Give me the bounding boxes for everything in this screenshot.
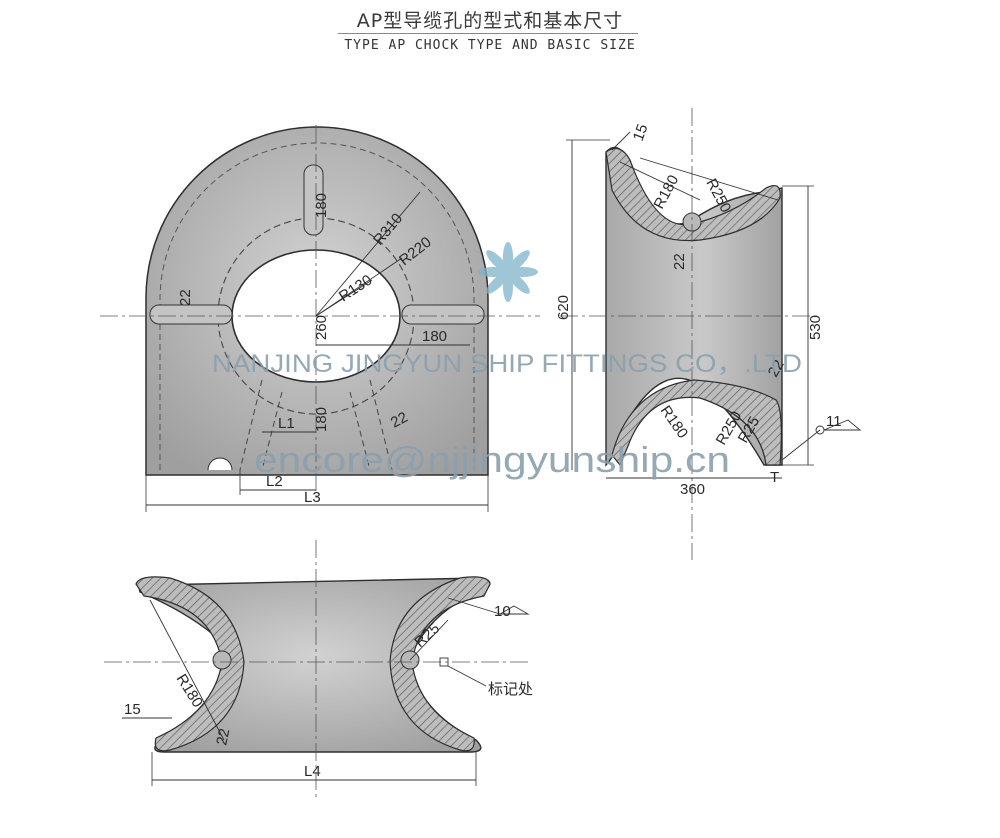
front-leg-left-2 (261, 391, 283, 471)
label-22-left: 22 (177, 289, 194, 306)
front-slot-left (149, 304, 233, 325)
leader-r180-top (619, 161, 701, 201)
label-360: 360 (680, 481, 705, 498)
watermark-company: NANJING JINGYUN SHIP FITTINGS CO，.LTD (212, 350, 802, 378)
label-r180-top: R180 (651, 172, 683, 212)
mark-box (439, 657, 449, 667)
label-r180-plan: R180 (173, 671, 206, 710)
leader-10 (447, 597, 501, 615)
label-22-side: 22 (671, 253, 688, 270)
watermark: NANJING JINGYUN SHIP FITTINGS CO，.LTD en… (212, 242, 802, 480)
leader-11 (781, 429, 821, 461)
label-mark: 标记处 (488, 680, 533, 698)
weld-symbol-10 (498, 605, 530, 615)
front-leg-left (239, 379, 263, 471)
front-foot-notch (207, 457, 233, 471)
label-180-bottom: 180 (313, 407, 330, 432)
label-10: 10 (494, 603, 511, 620)
front-leg-right-2 (349, 391, 371, 471)
label-260: 260 (313, 315, 330, 340)
label-15-plan: 15 (124, 701, 141, 718)
front-slot-right (401, 304, 485, 325)
plan-bead-left (212, 650, 232, 670)
label-22-side-bottom: 22 (765, 357, 788, 380)
leader-r130 (315, 279, 373, 317)
label-180-right: 180 (422, 328, 447, 345)
label-l2: L2 (266, 473, 283, 490)
leader-r250-top (639, 157, 779, 201)
watermark-email: encore@njjingyunship.cn (254, 439, 730, 480)
label-530: 530 (807, 315, 824, 340)
front-inner-frame (159, 142, 475, 470)
weld-symbol-11 (823, 419, 862, 431)
side-lower-lip (611, 379, 782, 467)
label-11: 11 (826, 413, 842, 430)
plan-view: 10 R25 标记处 R180 15 22 L4 (104, 540, 533, 800)
label-l4: L4 (304, 763, 321, 780)
leader-r310 (315, 191, 421, 317)
label-l1: L1 (278, 415, 295, 432)
leader-r180-plan (149, 599, 225, 741)
side-view: 15 R180 R250 22 620 530 22 R250 R25 R180… (555, 108, 862, 560)
front-view: R310 R220 R130 180 22 260 180 180 22 L1 … (100, 125, 540, 512)
label-r250-top: R250 (702, 176, 734, 216)
leader-mark (447, 665, 487, 687)
label-620: 620 (555, 295, 572, 320)
logo-flower-icon (478, 242, 538, 302)
leader-15 (611, 131, 631, 151)
front-leg-right (369, 379, 393, 471)
label-t: T (770, 469, 779, 486)
label-180-top: 180 (313, 193, 330, 218)
label-22-plan: 22 (213, 727, 233, 747)
title-underline (338, 33, 638, 34)
label-r180-bottom: R180 (657, 403, 691, 442)
label-22-leg: 22 (388, 409, 411, 432)
front-slot-top (303, 164, 324, 236)
label-l3: L3 (304, 489, 321, 506)
leader-r25-plan (409, 619, 449, 661)
title-chinese: AP型导缆孔的型式和基本尺寸 (356, 10, 624, 32)
side-upper-lip (605, 147, 781, 242)
title-english: TYPE AP CHOCK TYPE AND BASIC SIZE (344, 38, 636, 53)
label-15-side: 15 (630, 122, 652, 143)
